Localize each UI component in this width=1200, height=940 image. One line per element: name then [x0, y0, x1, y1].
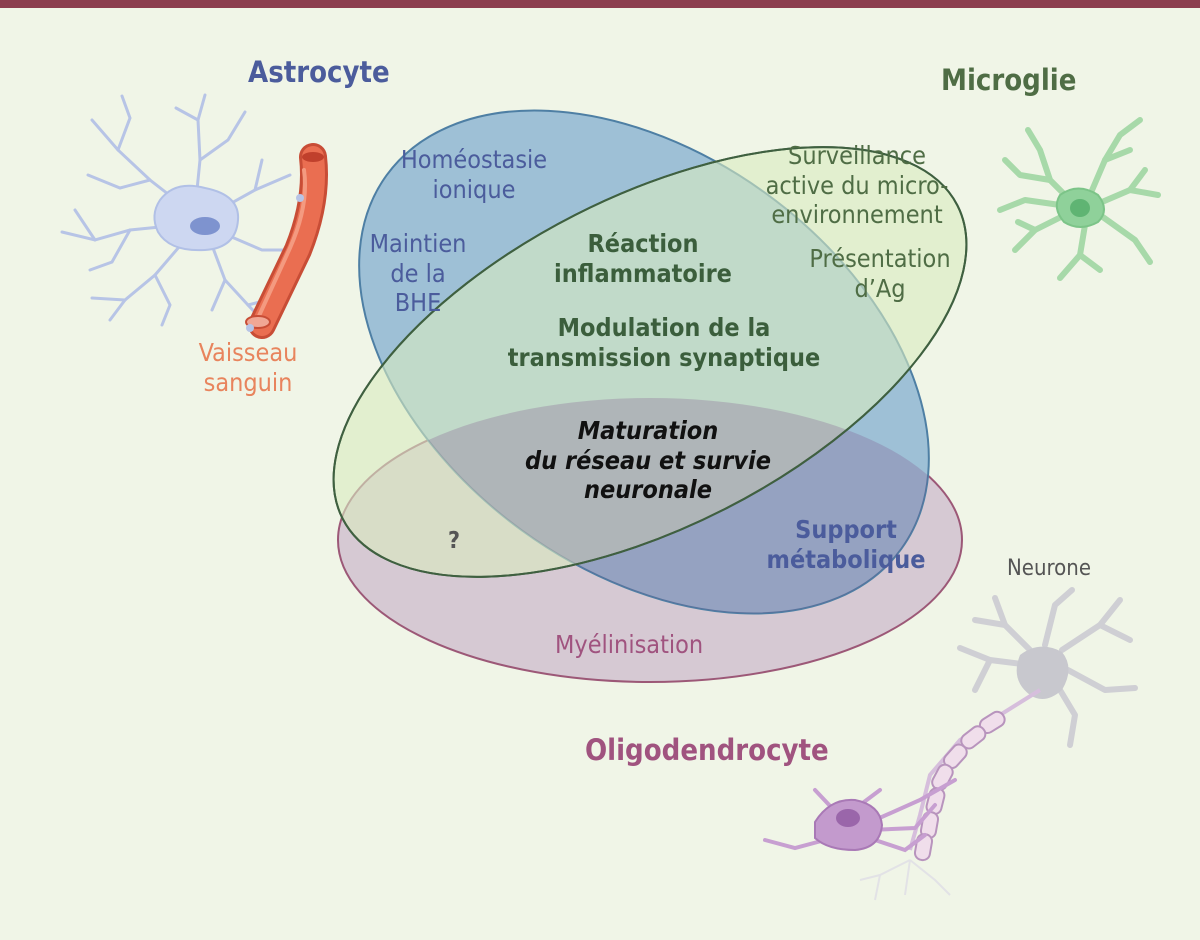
maturation-line2: du réseau et survie — [525, 445, 771, 475]
maturation-line1: Maturation — [577, 416, 719, 445]
astrocyte-title: Astrocyte — [248, 55, 390, 89]
venn-ellipses — [332, 109, 968, 683]
surveillance-line2: active du micro- — [765, 170, 949, 200]
vessel-label-line2: sanguin — [203, 367, 293, 397]
presentation-label: Présentation d’Ag — [792, 244, 968, 303]
presentation-line1: Présentation — [809, 244, 951, 273]
support-label: Support métabolique — [764, 515, 928, 574]
homeostasie-line2: ionique — [432, 174, 516, 204]
top-bar — [0, 0, 1200, 8]
surveillance-line3: environnement — [771, 200, 943, 229]
astrocyte-illustration — [60, 93, 292, 327]
maturation-label: Maturation du réseau et survie neuronale — [508, 416, 788, 505]
oligodendrocyte-illustration — [763, 688, 1042, 901]
neurone-label: Neurone — [1007, 556, 1092, 581]
unknown-overlap-label: ? — [448, 528, 461, 554]
homeostasie-label: Homéostasie ionique — [389, 145, 559, 204]
oligodendrocyte-title: Oligodendrocyte — [585, 733, 829, 767]
bhe-line2: de la — [390, 258, 446, 288]
myelinisation-label: Myélinisation — [555, 630, 704, 659]
maturation-line3: neuronale — [584, 475, 712, 504]
support-line2: métabolique — [766, 544, 926, 574]
support-line1: Support — [795, 515, 897, 544]
inflammation-line1: Réaction — [587, 229, 699, 258]
vessel-label: Vaisseau sanguin — [190, 338, 306, 397]
microglie-title: Microglie — [941, 63, 1077, 97]
blood-vessel-illustration — [245, 143, 328, 339]
synaptique-line2: transmission synaptique — [507, 342, 821, 372]
homeostasie-line1: Homéostasie — [400, 145, 548, 174]
inflammation-label: Réaction inflammatoire — [528, 229, 758, 288]
neuron-illustration — [957, 587, 1138, 748]
presentation-line2: d’Ag — [854, 273, 906, 303]
synaptique-label: Modulation de la transmission synaptique — [492, 313, 836, 372]
inflammation-line2: inflammatoire — [554, 258, 732, 288]
surveillance-label: Surveillance active du micro- environnem… — [748, 141, 966, 230]
microglia-illustration — [997, 117, 1161, 281]
surveillance-line1: Surveillance — [788, 141, 926, 170]
bhe-label: Maintien de la BHE — [356, 229, 480, 318]
synaptique-line1: Modulation de la — [557, 313, 771, 342]
bhe-line3: BHE — [394, 288, 442, 317]
bhe-line1: Maintien — [369, 229, 467, 258]
vessel-label-line1: Vaisseau — [198, 338, 298, 367]
